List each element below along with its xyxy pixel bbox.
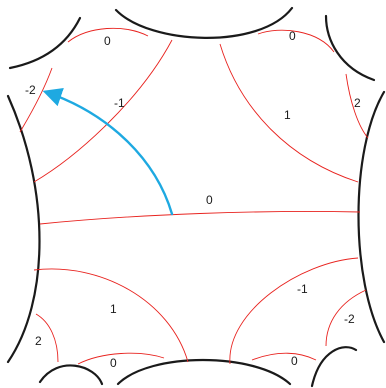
label-left-minus-two: -2 [25, 83, 36, 97]
label-lower-one: 1 [110, 302, 117, 316]
label-center-zero: 0 [206, 193, 213, 207]
geodesic-bottom-left-small [77, 352, 165, 365]
label-bottom-right-zero: 0 [291, 354, 298, 368]
label-lower-left-two: 2 [35, 334, 42, 348]
label-top-left-zero: 0 [104, 34, 111, 48]
geodesic-left-upper-large [33, 39, 173, 183]
geodesic-center [39, 211, 361, 225]
geodesic-left-lower-small [35, 313, 59, 363]
geodesic-right-lower-small [325, 289, 367, 347]
label-right-two: 2 [354, 96, 361, 110]
geodesic-left-upper-small [19, 67, 53, 133]
label-lower-minus-one: -1 [297, 282, 308, 296]
geodesic-left-lower-large [33, 268, 189, 363]
label-lower-right-minus-two: -2 [344, 312, 355, 326]
boundary-arc-top-center [114, 6, 294, 39]
geodesic-top-right-small [257, 29, 335, 53]
label-upper-one: 1 [284, 108, 291, 122]
geodesic-bottom-right-small [251, 352, 317, 361]
geodesic-right-upper-large [219, 43, 359, 183]
boundary-arc-bottom-right [310, 346, 358, 388]
label-top-right-zero: 0 [289, 29, 296, 43]
label-upper-minus-one: -1 [114, 96, 125, 110]
boundary-arc-left [6, 94, 41, 364]
geodesic-right-upper-small [345, 73, 369, 139]
boundary-arc-right [357, 90, 386, 344]
geodesic-top-left-small [67, 27, 149, 43]
boundary-arc-bottom-left [38, 364, 104, 386]
blue-arrow [42, 88, 174, 216]
label-bottom-left-zero: 0 [110, 356, 117, 370]
geodesic-right-lower-large [229, 257, 359, 365]
boundary-arc-top-right [324, 14, 376, 82]
boundary-arc-top-left [8, 16, 82, 70]
boundary-arc-bottom-center [116, 359, 292, 386]
